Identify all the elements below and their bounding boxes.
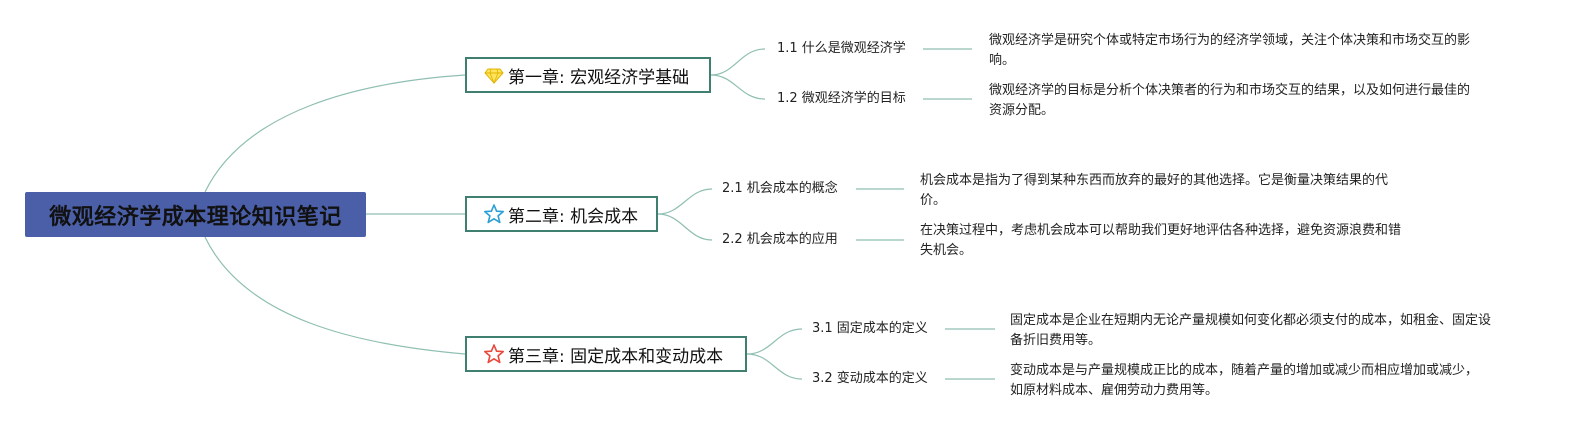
subtopic-3-2[interactable]: 3.2 变动成本的定义 [812,371,928,386]
connector-root-ch1 [204,74,466,193]
chapter-1-title: 第一章: 宏观经济学基础 [508,67,690,88]
connector-root-ch3 [204,236,466,355]
root-title: 微观经济学成本理论知识笔记 [49,204,342,230]
chapter-3-title: 第三章: 固定成本和变动成本 [508,346,724,367]
subtopic-1-2[interactable]: 1.2 微观经济学的目标 [777,91,906,106]
star-red-icon [483,343,505,365]
subtopic-1-1[interactable]: 1.1 什么是微观经济学 [777,41,906,56]
chapter-2-title: 第二章: 机会成本 [508,206,639,227]
note-3-1: 固定成本是企业在短期内无论产量规模如何变化都必须支付的成本，如租金、固定设备折旧… [1010,313,1492,348]
note-1-2: 微观经济学的目标是分析个体决策者的行为和市场交互的结果，以及如何进行最佳的资源分… [989,83,1471,118]
connector-ch1-t1 [710,48,766,76]
note-1-1: 微观经济学是研究个体或特定市场行为的经济学领域，关注个体决策和市场交互的影响。 [989,33,1471,68]
connector-ch1-t2 [710,74,766,100]
note-3-2: 变动成本是与产量规模成正比的成本，随着产量的增加或减少而相应增加或减少，如原材料… [1010,363,1479,398]
star-outline-icon [483,203,505,225]
subtopic-2-2[interactable]: 2.2 机会成本的应用 [722,232,838,247]
chapter-2-node[interactable]: 第二章: 机会成本 [465,196,658,232]
diamond-icon [483,64,505,86]
note-2-1: 机会成本是指为了得到某种东西而放弃的最好的其他选择。它是衡量决策结果的代价。 [920,173,1389,208]
connector-ch3-t2 [746,353,803,380]
connector-ch2-t2 [657,213,713,241]
root-topic[interactable]: 微观经济学成本理论知识笔记 [25,192,366,237]
chapter-1-node[interactable]: 第一章: 宏观经济学基础 [465,57,711,93]
connector-ch2-t1 [657,188,713,215]
connector-ch3-t1 [746,328,803,355]
chapter-3-node[interactable]: 第三章: 固定成本和变动成本 [465,336,747,372]
note-2-2: 在决策过程中，考虑机会成本可以帮助我们更好地评估各种选择，避免资源浪费和错失机会… [920,223,1402,258]
subtopic-2-1[interactable]: 2.1 机会成本的概念 [722,181,838,196]
subtopic-3-1[interactable]: 3.1 固定成本的定义 [812,321,928,336]
